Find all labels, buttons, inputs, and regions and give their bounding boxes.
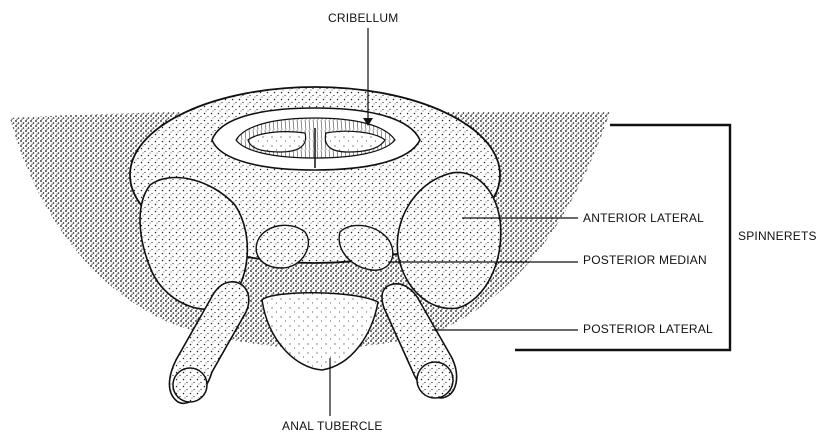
posterior-lateral-spinneret-right-tip	[417, 362, 453, 398]
label-anterior-lateral: ANTERIOR LATERAL	[583, 211, 704, 225]
label-anal-tubercle: ANAL TUBERCLE	[282, 419, 383, 433]
label-posterior-median: POSTERIOR MEDIAN	[583, 253, 707, 267]
anal-tubercle	[262, 293, 378, 370]
label-spinnerets: SPINNERETS	[738, 229, 817, 243]
label-posterior-lateral: POSTERIOR LATERAL	[583, 322, 713, 336]
label-cribellum: CRIBELLUM	[328, 11, 398, 25]
posterior-lateral-spinneret-left-tip	[173, 368, 207, 402]
cribellum-plate	[212, 108, 420, 170]
